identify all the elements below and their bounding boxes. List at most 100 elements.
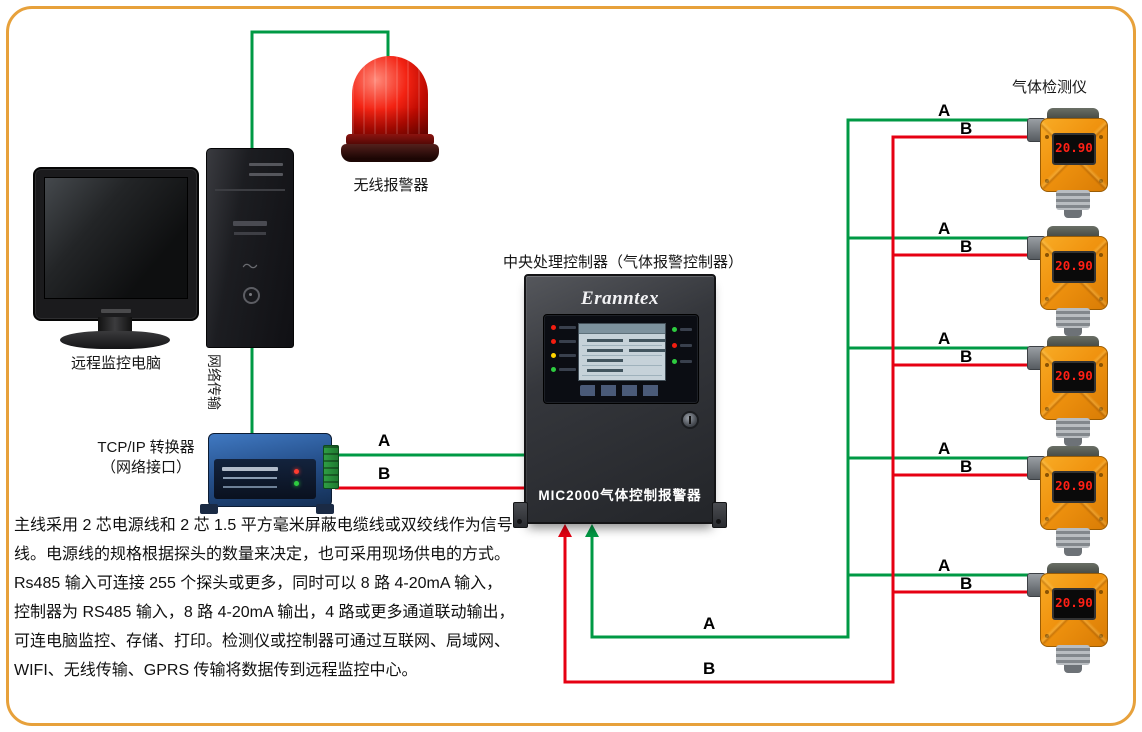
- detector-sensor: [1056, 190, 1090, 210]
- detector-body: 20.90: [1040, 118, 1108, 192]
- detector-sensor: [1056, 418, 1090, 438]
- led-indicator-run: [551, 325, 576, 331]
- wire-a-tower-alarm: [250, 30, 390, 152]
- terminal-block: [323, 445, 339, 489]
- mounting-ear: [200, 504, 218, 514]
- controller-buttons[interactable]: [580, 385, 662, 396]
- detector-display: 20.90: [1052, 588, 1096, 620]
- wire-a-bus: [590, 118, 1034, 639]
- gas-detector-3: 20.90: [1027, 336, 1108, 448]
- description-text: 主线采用 2 芯电源线和 2 芯 1.5 平方毫米屏蔽电缆线或双绞线作为信号 线…: [14, 511, 562, 685]
- wire-label-b: B: [378, 464, 391, 483]
- led-indicator-power: [551, 367, 576, 373]
- mounting-tab: [513, 502, 528, 528]
- tower-brand-mark: [233, 221, 267, 226]
- description-line: 线。电源线的规格根据探头的数量来决定，也可采用现场供电的方式。: [14, 546, 511, 563]
- detector-body: 20.90: [1040, 456, 1108, 530]
- wire-label-a: A: [938, 329, 951, 348]
- detector-sensor: [1056, 528, 1090, 548]
- tower-seam: [215, 189, 285, 191]
- detector-body: 20.90: [1040, 573, 1108, 647]
- description-line: 控制器为 RS485 输入，8 路 4-20mA 输出，4 路或更多通道联动输出…: [14, 604, 515, 621]
- screen-rows: [582, 336, 662, 377]
- gas-detector-4: 20.90: [1027, 446, 1108, 558]
- description-line: WIFI、无线传输、GPRS 传输将数据传到远程监控中心。: [14, 662, 418, 679]
- power-button: [243, 287, 260, 304]
- pc-tower: 〜: [206, 148, 294, 348]
- network-transfer-label: 网络传输: [206, 354, 222, 410]
- detector-screws: [1045, 135, 1049, 139]
- description-line: Rs485 输入可连接 255 个探头或更多，同时可以 8 路 4-20mA 输…: [14, 575, 503, 592]
- alarm-label: 无线报警器: [353, 177, 429, 194]
- detectors-label: 气体检测仪: [1012, 79, 1088, 96]
- wire-label-b: B: [960, 574, 973, 593]
- controller-box: Eranntex MIC2000气体控制报警器: [513, 274, 727, 528]
- converter-label: TCP/IP 转换器 （网络接口）: [84, 438, 208, 478]
- detector-screws: [1045, 590, 1049, 594]
- wire-label-a: A: [378, 431, 391, 450]
- monitor: [33, 167, 199, 321]
- monitor-screen: [44, 177, 188, 299]
- tower-vent: 〜: [241, 259, 258, 276]
- alarm-beacon-base: [341, 144, 439, 162]
- mounting-ear: [316, 504, 334, 514]
- converter-led-red: [294, 469, 299, 474]
- wire-label-a: A: [703, 614, 716, 633]
- monitor-stand: [98, 317, 132, 334]
- description-line: 可连电脑监控、存储、打印。检测仪或控制器可通过互联网、局域网、: [14, 633, 511, 650]
- led-indicator-right: [672, 359, 692, 365]
- alarm-beacon-dome: [352, 56, 428, 142]
- wire-label-b: B: [960, 119, 973, 138]
- wire-label-a: A: [938, 101, 951, 120]
- controller-screen: [578, 323, 666, 381]
- wire-a-arrowhead: [585, 524, 599, 537]
- converter-text-mark: [222, 467, 278, 471]
- led-indicator-right: [672, 343, 692, 349]
- monitor-brand-mark: [101, 309, 131, 313]
- detector-sensor-tip: [1064, 328, 1082, 336]
- converter-front-panel: [214, 459, 316, 499]
- wire-label-b: B: [960, 347, 973, 366]
- mounting-tab: [712, 502, 727, 528]
- detector-sensor-tip: [1064, 548, 1082, 556]
- converter-led-green: [294, 481, 299, 486]
- detector-screws: [1045, 473, 1049, 477]
- detector-display: 20.90: [1052, 471, 1096, 503]
- drive-bay-slot: [249, 173, 283, 176]
- led-indicator-fault: [551, 353, 576, 359]
- drive-bay-slot: [249, 163, 283, 166]
- detector-display: 20.90: [1052, 251, 1096, 283]
- detector-screws: [1045, 253, 1049, 257]
- monitor-label: 远程监控电脑: [70, 355, 161, 372]
- detector-screws: [1045, 363, 1049, 367]
- detector-sensor: [1056, 645, 1090, 665]
- gas-detector-1: 20.90: [1027, 108, 1108, 220]
- controller-label: 中央处理控制器（气体报警控制器）: [503, 254, 744, 271]
- detector-sensor-tip: [1064, 438, 1082, 446]
- screen-text-marks: [587, 339, 623, 342]
- detector-sensor: [1056, 308, 1090, 328]
- detector-display: 20.90: [1052, 133, 1096, 165]
- gas-detector-2: 20.90: [1027, 226, 1108, 338]
- monitor-base: [60, 331, 170, 349]
- detector-sensor-tip: [1064, 210, 1082, 218]
- wire-label-b: B: [960, 237, 973, 256]
- description-line: 主线采用 2 芯电源线和 2 芯 1.5 平方毫米屏蔽电缆线或双绞线作为信号: [14, 517, 513, 534]
- gas-detector-5: 20.90: [1027, 563, 1108, 675]
- wire-b-bus: [563, 135, 1034, 684]
- led-indicator-alarm: [551, 339, 576, 345]
- controller-brand: Eranntex: [581, 288, 659, 309]
- wire-label-a: A: [938, 219, 951, 238]
- led-indicator-right: [672, 327, 692, 333]
- screen-header: [579, 324, 665, 334]
- detector-body: 20.90: [1040, 236, 1108, 310]
- controller-model: MIC2000气体控制报警器: [538, 488, 702, 503]
- wire-label-b: B: [703, 659, 716, 678]
- detector-sensor-tip: [1064, 665, 1082, 673]
- converter-label-line2: （网络接口）: [100, 459, 191, 476]
- wire-label-a: A: [938, 439, 951, 458]
- converter-label-line1: TCP/IP 转换器: [97, 439, 195, 456]
- wire-b-arrowhead: [558, 524, 572, 537]
